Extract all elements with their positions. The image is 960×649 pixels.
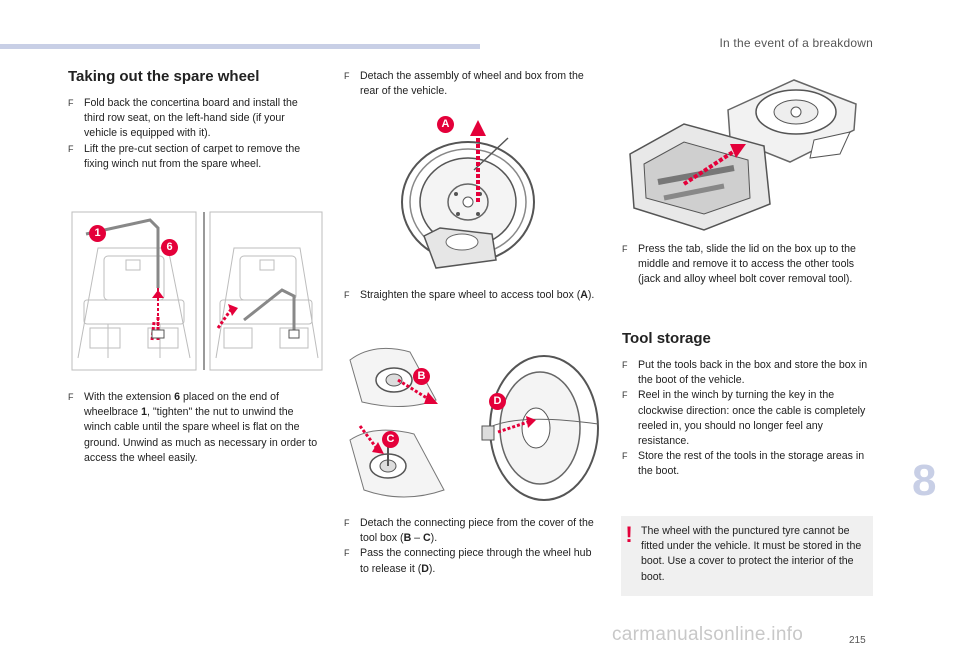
figure-connecting-piece	[349, 347, 599, 501]
bullet-icon: F	[622, 451, 628, 462]
figure-spare-wheel-box	[401, 120, 535, 269]
figure-label-1: 1	[89, 225, 106, 242]
bullet-icon: F	[344, 518, 350, 528]
warning-icon: !	[625, 522, 633, 547]
figure-winch-boot	[68, 208, 324, 374]
chapter-number: 8	[912, 456, 937, 505]
bullet-icon: F	[68, 98, 74, 108]
header-bar	[0, 44, 480, 49]
figure-label-b: B	[413, 368, 430, 385]
page-number: 215	[849, 635, 866, 646]
bullet-icon: F	[344, 548, 350, 559]
bullet-icon: F	[622, 390, 628, 401]
bullet-icon: F	[344, 290, 350, 300]
figure-label-6: 6	[161, 239, 178, 256]
heading-taking-out-spare-wheel: Taking out the spare wheel	[68, 68, 260, 85]
watermark: carmanualsonline.info	[612, 624, 804, 645]
bullet-icon: F	[68, 392, 74, 402]
figure-label-d: D	[489, 393, 506, 410]
bullet-icon: F	[622, 244, 628, 254]
heading-tool-storage: Tool storage	[622, 330, 711, 347]
figure-label-c: C	[382, 431, 399, 448]
figure-label-a: A	[437, 116, 454, 133]
bullet-icon: F	[344, 71, 350, 81]
warning-text: The wheel with the punctured tyre cannot…	[641, 525, 862, 583]
bullet-icon: F	[68, 143, 74, 154]
warning-note: ! The wheel with the punctured tyre cann…	[621, 516, 873, 596]
bullet-icon: F	[622, 360, 628, 370]
section-title: In the event of a breakdown	[719, 36, 873, 50]
figure-tool-box-lid	[629, 79, 857, 231]
